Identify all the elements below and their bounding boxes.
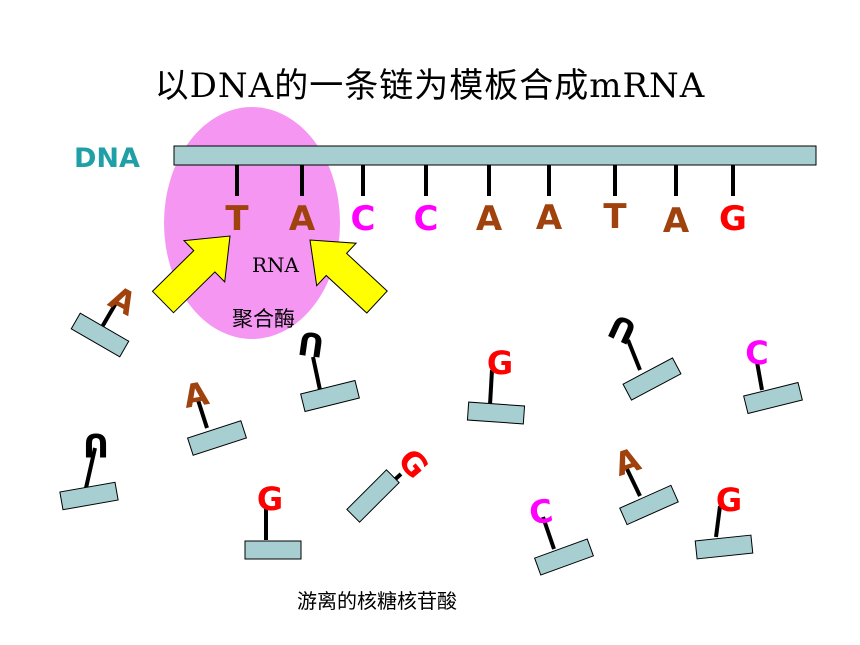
- ribose-phosphate-block: [694, 534, 754, 560]
- ribose-phosphate-block: [346, 469, 400, 523]
- nucleotide-base: G: [257, 480, 283, 518]
- template-base: A: [536, 198, 563, 238]
- nucleotide-base: C: [745, 334, 768, 372]
- free-nucleotide: C: [743, 334, 803, 415]
- free-nucleotide: C: [527, 492, 595, 576]
- nucleotide-stalk: [196, 399, 209, 429]
- free-nucleotide: U: [296, 323, 360, 413]
- ribose-phosphate-block: [244, 540, 302, 560]
- free-nucleotides-label: 游离的核糖核苷酸: [297, 589, 457, 613]
- template-base: A: [289, 199, 316, 239]
- nucleotide-base: G: [716, 481, 742, 519]
- template-base: C: [414, 199, 439, 239]
- free-nucleotide: G: [244, 480, 302, 560]
- free-nucleotide: U: [59, 426, 119, 511]
- template-base: T: [603, 197, 627, 237]
- ribose-phosphate-block: [622, 357, 682, 401]
- nucleotide-stalk: [488, 369, 494, 406]
- template-base: T: [225, 199, 249, 239]
- nucleotide-base: U: [603, 306, 643, 351]
- ribose-phosphate-block: [619, 484, 679, 526]
- page-title: 以DNA的一条链为模板合成mRNA: [154, 66, 706, 106]
- nucleotide-base: G: [487, 344, 513, 382]
- arrow-right: [309, 239, 388, 314]
- nucleotide-stalk: [100, 301, 118, 329]
- nucleotide-stalk: [755, 361, 764, 391]
- enzyme-label-line2: 聚合酶: [232, 307, 295, 331]
- nucleotide-stalk: [626, 339, 642, 371]
- nucleotide-stalk: [714, 505, 722, 538]
- free-nucleotide: A: [181, 374, 248, 456]
- ribose-phosphate-block: [743, 381, 803, 415]
- nucleotide-base: U: [83, 426, 109, 464]
- arrow-left: [151, 235, 231, 314]
- nucleotide-stalk: [625, 468, 642, 497]
- nucleotide-base: A: [610, 440, 646, 484]
- nucleotide-base: U: [296, 323, 327, 364]
- nucleotide-stalk: [84, 447, 97, 489]
- ribose-phosphate-block: [186, 420, 248, 456]
- enzyme-label-line1: RNA: [252, 253, 300, 277]
- ribose-phosphate-block: [466, 401, 526, 425]
- nucleotide-stalk: [311, 356, 322, 391]
- template-base: A: [663, 201, 690, 241]
- free-nucleotide: G: [466, 344, 526, 425]
- free-nucleotide: U: [603, 306, 682, 401]
- ribose-phosphate-block: [70, 312, 130, 358]
- nucleotide-base: C: [527, 492, 556, 533]
- ribose-phosphate-block: [533, 538, 595, 576]
- ribose-phosphate-block: [300, 379, 360, 413]
- free-nucleotide: A: [610, 440, 679, 526]
- nucleotide-stalk: [541, 516, 556, 550]
- template-base: A: [476, 199, 503, 239]
- nucleotide-base: A: [181, 374, 212, 416]
- dna-label: DNA: [74, 143, 140, 174]
- free-nucleotide: G: [346, 441, 436, 523]
- template-base: C: [351, 199, 376, 239]
- template-base: G: [719, 199, 747, 239]
- ribose-phosphate-block: [59, 481, 119, 511]
- free-nucleotide: G: [694, 481, 754, 560]
- free-nucleotide: A: [70, 278, 143, 358]
- dna-strand: [173, 145, 817, 166]
